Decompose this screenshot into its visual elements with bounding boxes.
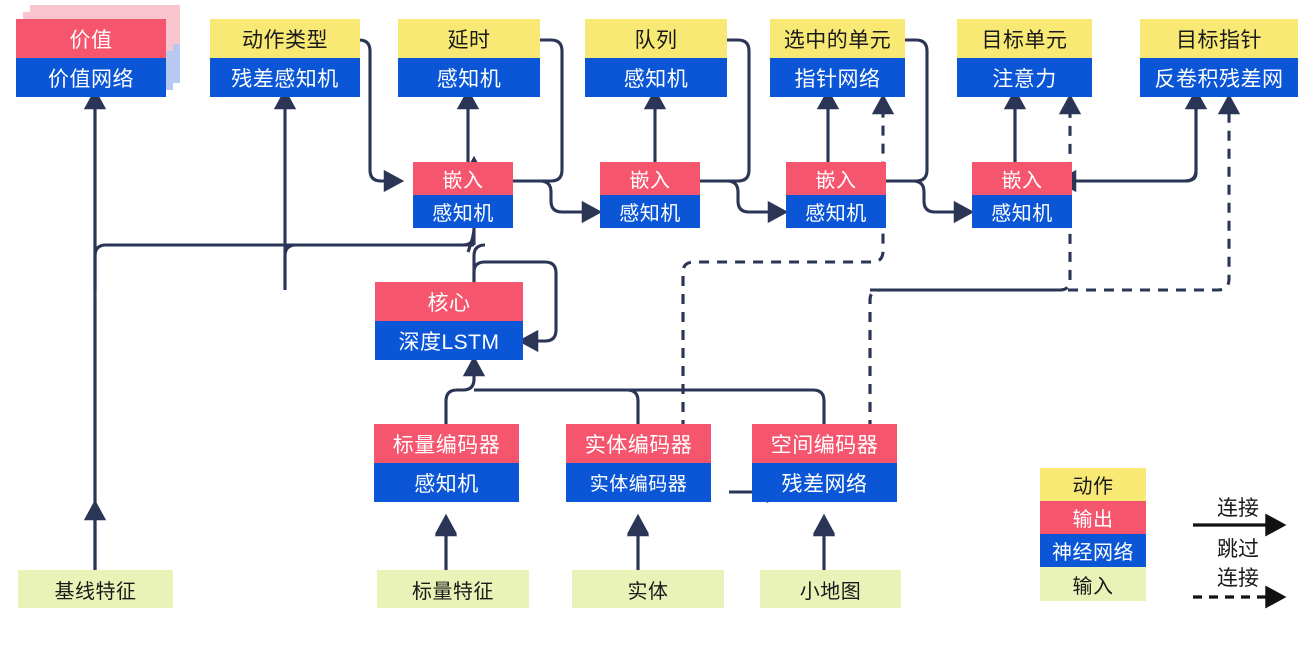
node-embed-3-net: 感知机	[786, 195, 886, 228]
node-embed-4-cap: 嵌入	[972, 162, 1072, 195]
legend-skip-label-line2: 连接	[1217, 567, 1259, 590]
node-value-cap: 价值	[16, 19, 166, 58]
node-embed-1-cap: 嵌入	[413, 162, 513, 195]
legend-output: 输出	[1040, 501, 1146, 534]
legend-connection-label: 连接	[1217, 497, 1259, 520]
node-selected-units-net: 指针网络	[770, 58, 905, 97]
input-scalar-features[interactable]: 标量特征	[377, 570, 529, 608]
node-embed-2-net: 感知机	[600, 195, 700, 228]
node-scalar-encoder-cap: 标量编码器	[374, 424, 519, 463]
input-minimap[interactable]: 小地图	[760, 570, 901, 608]
node-embed-2-cap: 嵌入	[600, 162, 700, 195]
legend-action: 动作	[1040, 468, 1146, 501]
node-spatial-encoder[interactable]: 空间编码器 残差网络	[752, 424, 897, 502]
node-embed-2[interactable]: 嵌入 感知机	[600, 162, 700, 228]
node-spatial-encoder-cap: 空间编码器	[752, 424, 897, 463]
node-embed-3-cap: 嵌入	[786, 162, 886, 195]
node-scalar-encoder-net: 感知机	[374, 463, 519, 502]
node-entity-encoder-cap: 实体编码器	[566, 424, 711, 463]
node-queue[interactable]: 队列 感知机	[585, 19, 727, 97]
node-action-type-cap: 动作类型	[210, 19, 360, 58]
node-value-net: 价值网络	[16, 58, 166, 97]
node-core-net: 深度LSTM	[375, 321, 523, 360]
node-embed-1-net: 感知机	[413, 195, 513, 228]
node-target-unit-net: 注意力	[957, 58, 1092, 97]
node-target-point[interactable]: 目标指针 反卷积残差网	[1140, 19, 1298, 97]
node-embed-4-net: 感知机	[972, 195, 1072, 228]
node-embed-3[interactable]: 嵌入 感知机	[786, 162, 886, 228]
node-delay-cap: 延时	[398, 19, 540, 58]
node-action-type[interactable]: 动作类型 残差感知机	[210, 19, 360, 97]
node-embed-1[interactable]: 嵌入 感知机	[413, 162, 513, 228]
node-target-point-cap: 目标指针	[1140, 19, 1298, 58]
node-scalar-encoder[interactable]: 标量编码器 感知机	[374, 424, 519, 502]
input-minimap-label: 小地图	[760, 570, 901, 608]
node-target-point-net: 反卷积残差网	[1140, 58, 1298, 97]
node-embed-4[interactable]: 嵌入 感知机	[972, 162, 1072, 228]
node-delay-net: 感知机	[398, 58, 540, 97]
node-selected-units-cap: 选中的单元	[770, 19, 905, 58]
legend-color-key: 动作 输出 神经网络 输入	[1040, 468, 1146, 601]
node-spatial-encoder-net: 残差网络	[752, 463, 897, 502]
node-core-cap: 核心	[375, 282, 523, 321]
input-baseline-features[interactable]: 基线特征	[18, 570, 173, 608]
node-target-unit-cap: 目标单元	[957, 19, 1092, 58]
node-entity-encoder[interactable]: 实体编码器 实体编码器	[566, 424, 711, 502]
input-entities-label: 实体	[572, 570, 724, 608]
node-value[interactable]: 价值 价值网络	[16, 19, 166, 97]
legend-input: 输入	[1040, 567, 1146, 601]
node-entity-encoder-net: 实体编码器	[566, 463, 711, 502]
node-selected-units[interactable]: 选中的单元 指针网络	[770, 19, 905, 97]
legend-network: 神经网络	[1040, 534, 1146, 567]
input-entities[interactable]: 实体	[572, 570, 724, 608]
input-scalar-features-label: 标量特征	[377, 570, 529, 608]
node-action-type-net: 残差感知机	[210, 58, 360, 97]
node-queue-cap: 队列	[585, 19, 727, 58]
input-baseline-features-label: 基线特征	[18, 570, 173, 608]
node-core[interactable]: 核心 深度LSTM	[375, 282, 523, 360]
node-delay[interactable]: 延时 感知机	[398, 19, 540, 97]
node-target-unit[interactable]: 目标单元 注意力	[957, 19, 1092, 97]
legend-skip-label-line1: 跳过	[1217, 538, 1259, 561]
node-queue-net: 感知机	[585, 58, 727, 97]
